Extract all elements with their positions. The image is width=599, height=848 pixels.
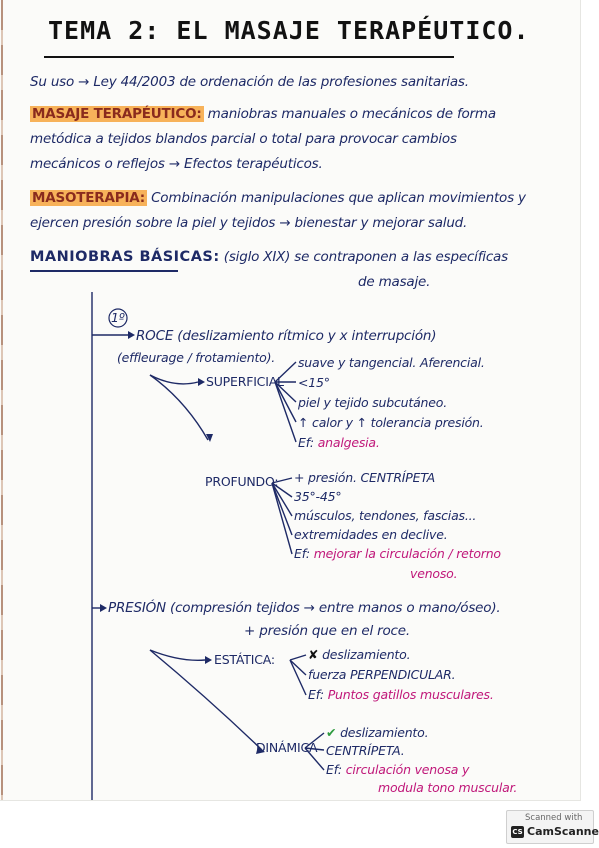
def-masaje-label: MASAJE TERAPÉUTICO: [30,106,204,122]
page-margin [1,0,3,800]
def-masaje-text1: maniobras manuales o mecánicos de forma [207,106,496,122]
dinamica-effect-line1: circulación venosa y [345,762,470,777]
profundo-effect-row: Ef: mejorar la circulación / retorno [294,546,501,561]
intro-text: Su uso → Ley 44/2003 de ordenación de la… [30,74,469,90]
estatica-effect-row: Ef: Puntos gatillos musculares. [308,687,494,702]
profundo-item-1: + presión. CENTRÍPETA [294,470,435,485]
estatica-label: ESTÁTICA: [214,652,275,667]
def-masaje-line2: metódica a tejidos blandos parcial o tot… [30,131,457,147]
presion-subtitle: + presión que en el roce. [244,623,410,639]
profundo-item-2: 35°-45° [294,489,342,504]
profundo-item-4: extremidades en declive. [294,527,448,542]
estatica-effect: Puntos gatillos musculares. [327,687,494,702]
dinamica-item-1: deslizamiento. [340,725,429,740]
presion-title: PRESIÓN (compresión tejidos → entre mano… [108,600,501,616]
cross-icon: ✘ [308,647,319,662]
dinamica-effect-line2: modula tono muscular. [378,780,518,795]
superficial-effect: analgesia. [317,435,380,450]
page-title: TEMA 2: EL MASAJE TERAPÉUTICO. [48,16,530,45]
roce-subtitle: (effleurage / frotamiento). [117,350,276,365]
estatica-item-2: fuerza PERPENDICULAR. [308,667,456,682]
def-masoterapia-text1: Combinación manipulaciones que aplican m… [151,190,526,206]
def-masaje-line1: MASAJE TERAPÉUTICO: maniobras manuales o… [30,106,496,122]
superficial-effect-label: Ef: [298,435,314,450]
roce-number: 1º [111,310,125,325]
estatica-item-1: deslizamiento. [322,647,411,662]
profundo-effect-line1: mejorar la circulación / retorno [313,546,501,561]
dinamica-effect-label: Ef: [326,762,342,777]
superficial-label: SUPERFICIAL [206,374,284,389]
estatica-effect-label: Ef: [308,687,324,702]
superficial-item-3: piel y tejido subcutáneo. [298,395,447,410]
estatica-item-1-row: ✘ deslizamiento. [308,647,411,662]
camscanner-watermark: Scanned with CS CamScanner [506,810,599,844]
dinamica-label: DINÁMICA [256,740,318,755]
watermark-line1: Scanned with [525,813,583,823]
notebook-page: TEMA 2: EL MASAJE TERAPÉUTICO. Su uso → … [0,0,581,801]
maniobras-line1: MANIOBRAS BÁSICAS: (siglo XIX) se contra… [30,249,508,265]
def-masoterapia-line1: MASOTERAPIA: Combinación manipulaciones … [30,190,526,206]
camscanner-logo-icon: CS [511,826,524,838]
maniobras-text1: (siglo XIX) se contraponen a las específ… [223,249,508,265]
profundo-label: PROFUNDO: [205,474,279,489]
superficial-item-4: ↑ calor y ↑ tolerancia presión. [298,415,484,430]
dinamica-effect-row: Ef: circulación venosa y [326,762,469,777]
profundo-effect-line2: venoso. [410,566,458,581]
def-masaje-line3: mecánicos o reflejos → Efectos terapéuti… [30,156,323,172]
profundo-effect-label: Ef: [294,546,310,561]
dinamica-item-2: CENTRÍPETA. [326,743,405,758]
def-masoterapia-line2: ejercen presión sobre la piel y tejidos … [30,215,468,231]
mind-map-connectors [91,292,325,800]
watermark-line2: CamScanner [527,825,599,838]
superficial-item-1: suave y tangencial. Aferencial. [298,355,485,370]
profundo-item-3: músculos, tendones, fascias... [294,508,477,523]
roce-title: ROCE (deslizamiento rítmico y x interrup… [136,328,437,344]
dinamica-item-1-row: ✔ deslizamiento. [326,725,429,740]
superficial-item-2: <15° [298,375,330,390]
maniobras-underline [30,270,178,272]
title-underline [44,56,454,58]
superficial-effect-row: Ef: analgesia. [298,435,380,450]
maniobras-line2: de masaje. [358,274,431,290]
def-masoterapia-label: MASOTERAPIA: [30,190,147,206]
check-icon: ✔ [326,725,337,740]
maniobras-label: MANIOBRAS BÁSICAS: [30,249,220,265]
